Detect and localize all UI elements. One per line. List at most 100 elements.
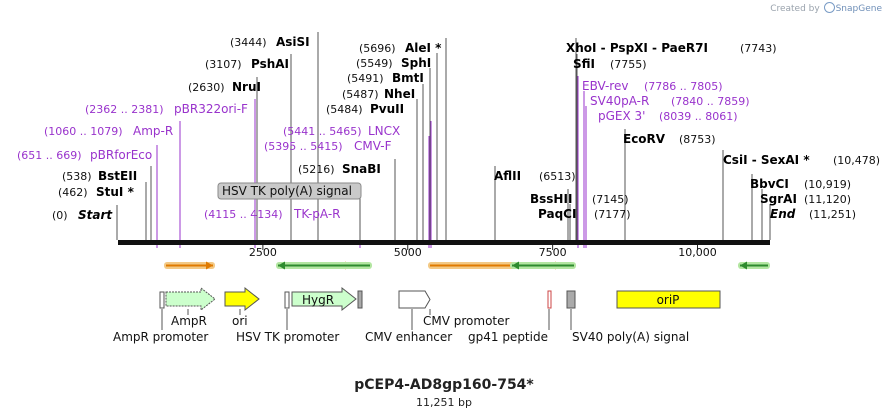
enzyme-label-end[interactable]: End (770, 207, 796, 221)
orf-arrows (164, 261, 770, 270)
primer-range-amp-r: (1060 .. 1079) (44, 125, 123, 138)
enzyme-position-bmti: (5491) (347, 72, 384, 85)
enzyme-label-nrui[interactable]: NruI (232, 80, 261, 94)
scale-tick-label: 2500 (249, 246, 277, 259)
label-leader-lines (116, 32, 771, 330)
primer-label-pbr322ori-f[interactable]: pBR322ori-F (174, 102, 248, 116)
enzyme-position-asisi: (3444) (230, 36, 267, 49)
enzyme-position-xhoi-pspxi-paer7i: (7743) (740, 42, 777, 55)
enzyme-label-bsshii[interactable]: BssHII (530, 192, 572, 206)
primer-range-ebv-rev: (7786 .. 7805) (644, 80, 723, 93)
feature-ori[interactable] (224, 286, 260, 312)
enzyme-label-pshai[interactable]: PshAI (251, 57, 289, 71)
enzyme-label-snabi[interactable]: SnaBI (342, 162, 381, 176)
scale-tick-label: 7500 (539, 246, 567, 259)
primer-label-lncx[interactable]: LNCX (368, 124, 400, 138)
feature-ampr[interactable] (165, 286, 216, 312)
primer-range-lncx: (5441 .. 5465) (283, 125, 362, 138)
primer-range-pbr322ori-f: (2362 .. 2381) (85, 103, 164, 116)
scale-tick-label: 10,000 (678, 246, 717, 259)
primer-label-pgex-3[interactable]: pGEX 3' (598, 109, 645, 123)
enzyme-position-nhei: (5487) (342, 88, 379, 101)
enzyme-position-csii-sexai: (10,478) (833, 154, 880, 167)
credit-prefix: Created by (770, 4, 820, 14)
primer-label-tk-pa-r[interactable]: TK-pA-R (293, 207, 341, 221)
enzyme-position-paqci: (7177) (594, 208, 631, 221)
scale-ticks: 2500 5000 7500 10,000 (249, 245, 717, 259)
primer-range-pbrforeco: (651 .. 669) (17, 149, 82, 162)
feature-label-ori: ori (232, 314, 248, 328)
primer-range-cmv-f: (5395 .. 5415) (264, 140, 343, 153)
primer-label-pbrforeco[interactable]: pBRforEco (90, 148, 152, 162)
feature-label-ampr: AmpR (171, 314, 207, 328)
enzyme-label-stui[interactable]: StuI * (96, 185, 135, 199)
primer-label-ebv-rev[interactable]: EBV-rev (582, 79, 628, 93)
enzyme-label-asisi[interactable]: AsiSI (276, 35, 310, 49)
enzyme-position-pshai: (3107) (205, 58, 242, 71)
orf-arrow-1-head (206, 261, 213, 270)
snapgene-logo-icon (823, 2, 835, 13)
app-credit: Created by SnapGene (770, 2, 882, 14)
feature-label-cmv-promoter: CMV promoter (423, 314, 510, 328)
orf-arrow-6-head (740, 261, 747, 270)
backbone-bar (118, 240, 770, 245)
enzyme-label-csii-sexai[interactable]: CsiI - SexAI * (723, 153, 810, 167)
enzyme-position-alei: (5696) (359, 42, 396, 55)
site-labels: (0)Start(462)StuI *(538)BstEII(2630)NruI… (17, 35, 880, 222)
enzyme-label-bmti[interactable]: BmtI (392, 71, 424, 85)
enzyme-label-bsteii[interactable]: BstEII (98, 169, 137, 183)
enzyme-position-stui: (462) (58, 186, 88, 199)
orf-arrow-4-head (278, 261, 285, 270)
enzyme-label-bbvci[interactable]: BbvCI (750, 177, 789, 191)
enzyme-position-ecorv: (8753) (679, 133, 716, 146)
enzyme-position-sgrai: (11,120) (804, 193, 851, 206)
enzyme-label-aflii[interactable]: AflII (494, 169, 521, 183)
feature-sv40-polya[interactable] (566, 290, 576, 309)
feature-hygr[interactable] (291, 286, 357, 312)
feature-cmv-enhancer[interactable] (398, 290, 431, 309)
enzyme-label-sphi[interactable]: SphI (401, 56, 431, 70)
feature-label-gp41-peptide: gp41 peptide (468, 330, 548, 344)
feature-hsv-tk-polya[interactable] (357, 290, 363, 309)
feature-label-hsv-tk-promoter: HSV TK promoter (236, 330, 339, 344)
enzyme-label-nhei[interactable]: NheI (384, 87, 415, 101)
feature-label-ampr-promoter: AmpR promoter (113, 330, 208, 344)
enzyme-position-bbvci: (10,919) (804, 178, 851, 191)
scale-tick-label: 5000 (394, 246, 422, 259)
enzyme-label-ecorv[interactable]: EcoRV (623, 132, 666, 146)
enzyme-label-paqci[interactable]: PaqCI (538, 207, 576, 221)
enzyme-label-sgrai[interactable]: SgrAI (760, 192, 797, 206)
primer-label-amp-r[interactable]: Amp-R (133, 124, 173, 138)
enzyme-label-start[interactable]: Start (78, 208, 113, 222)
enzyme-position-sfii: (7755) (610, 58, 647, 71)
feature-label-orip: oriP (657, 293, 680, 307)
enzyme-label-pvuii[interactable]: PvuII (370, 102, 404, 116)
feature-hsv-tk-promoter[interactable] (284, 291, 290, 309)
feature-label-cmv-enhancer: CMV enhancer (365, 330, 452, 344)
primer-range-pgex-3: (8039 .. 8061) (659, 110, 738, 123)
feature-label-hygr: HygR (302, 293, 334, 307)
enzyme-position-bsshii: (7145) (592, 193, 629, 206)
sequence-backbone (118, 240, 770, 245)
enzyme-label-xhoi-pspxi-paer7i[interactable]: XhoI - PspXI - PaeR7I (566, 41, 708, 55)
primer-label-cmv-f[interactable]: CMV-F (354, 139, 392, 153)
enzyme-position-snabi: (5216) (298, 163, 335, 176)
feature-orip[interactable] (616, 290, 721, 309)
feature-label-sv40-polya: SV40 poly(A) signal (572, 330, 689, 344)
enzyme-position-end: (11,251) (809, 208, 856, 221)
enzyme-position-start: (0) (52, 209, 68, 222)
hsv-tk-polya-label[interactable]: HSV TK poly(A) signal (222, 184, 352, 198)
enzyme-label-alei[interactable]: AleI * (405, 41, 442, 55)
credit-brand: SnapGene (835, 4, 882, 14)
hsv-tk-polya-label-box (217, 182, 362, 200)
map-title: pCEP4-AD8gp160-754* (354, 377, 534, 393)
enzyme-position-sphi: (5549) (356, 57, 393, 70)
primer-label-sv40pa-r[interactable]: SV40pA-R (590, 94, 649, 108)
enzyme-position-aflii: (6513) (539, 170, 576, 183)
enzyme-label-sfii[interactable]: SfiI (573, 57, 595, 71)
feature-gp41-peptide[interactable] (547, 290, 552, 309)
feature-ampr-promoter[interactable] (159, 291, 165, 309)
enzyme-position-nrui: (2630) (188, 81, 225, 94)
